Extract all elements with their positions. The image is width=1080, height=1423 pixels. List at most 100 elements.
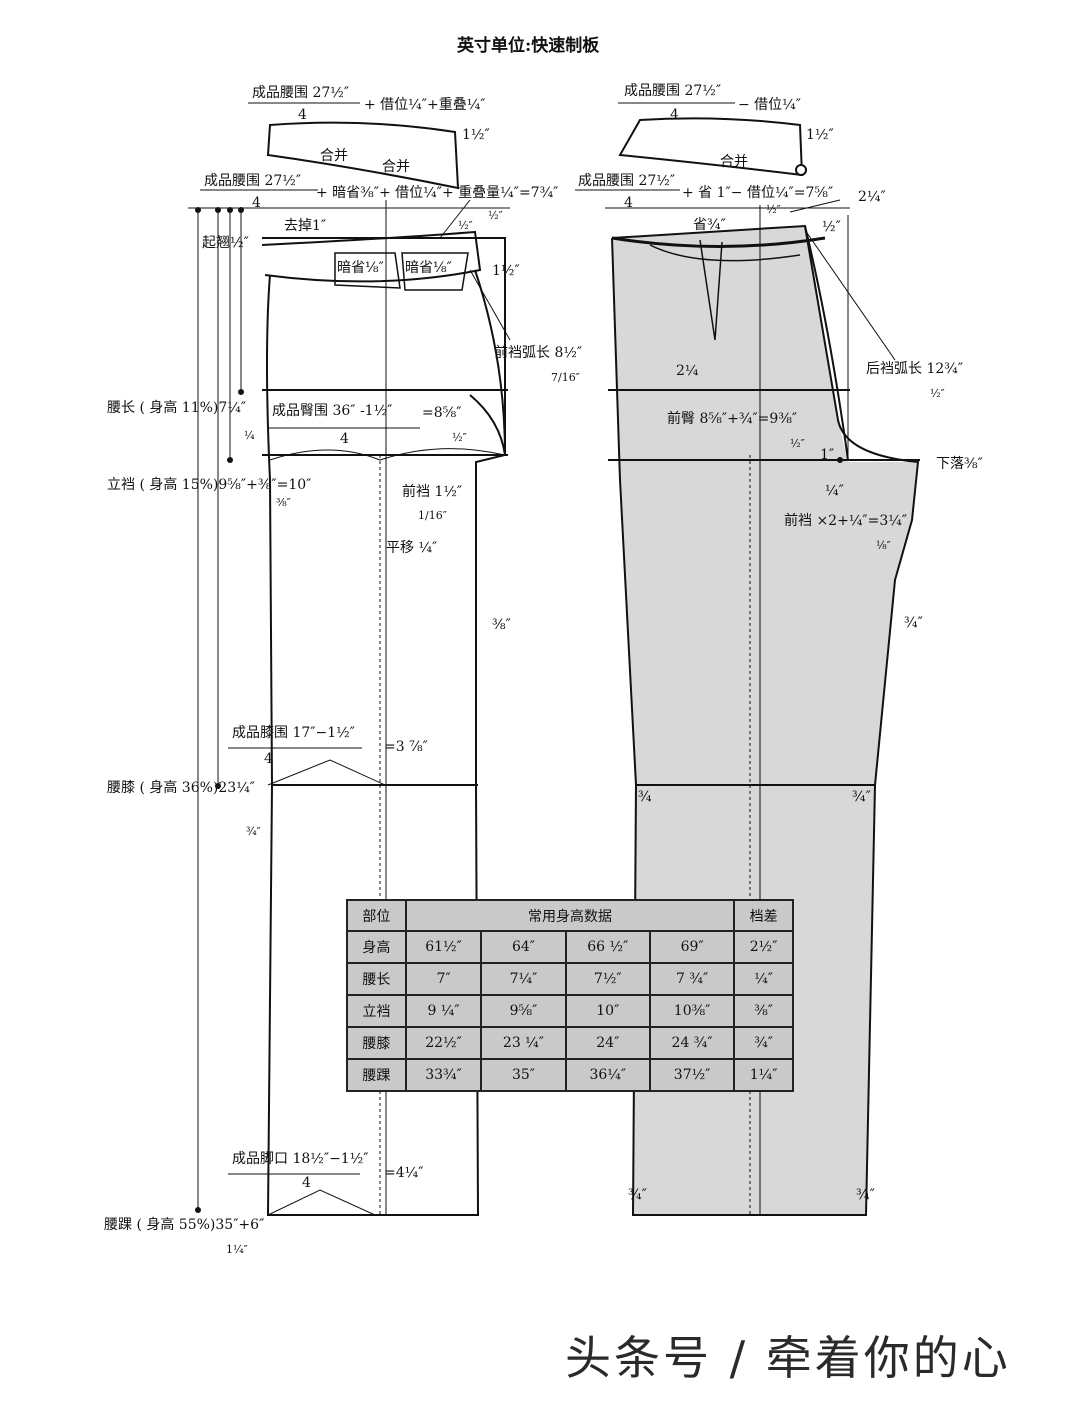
table-cell: 7″	[404, 962, 483, 996]
table-header-cell: 部位	[346, 899, 407, 932]
front-knee-formula-num: 成品膝围 17″−1½″	[232, 725, 355, 741]
back-waist-formula-extra: + 省 1″− 借位¼″=7⅝″	[682, 185, 834, 201]
table-cell: 腰踝	[346, 1058, 407, 1092]
front-hip-formula-den: 4	[340, 431, 349, 447]
size-chart-table: 部位 常用身高数据 档差 身高 61½″ 64″ 66 ½″ 69″ 2½″ 腰…	[346, 899, 794, 1092]
back-side-curve: ¾″	[904, 615, 923, 631]
front-hem-formula-num: 成品脚口 18½″−1½″	[232, 1151, 369, 1167]
back-band-marker	[795, 164, 807, 176]
back-band-formula-num: 成品腰围 27½″	[624, 83, 722, 99]
table-cell: 9 ¼″	[404, 994, 483, 1028]
front-outline	[262, 237, 506, 1216]
front-band-height: 1½″	[462, 127, 490, 143]
back-front-crotch-formula: 前裆 ×2+¼″=3¼″	[784, 513, 908, 529]
front-waist-formula-den: 4	[252, 195, 261, 211]
back-knee-right: ¾″	[852, 789, 871, 805]
table-cell: 10″	[564, 994, 651, 1028]
waist-ankle-tol: 1¼″	[226, 1243, 248, 1256]
page-title: 英寸单位:快速制板	[457, 36, 600, 56]
waist-length-tol: ¼	[244, 429, 255, 442]
front-hip-formula-result: =8⅝″	[422, 405, 462, 421]
crotch-depth-tol: ⅜″	[276, 496, 291, 509]
front-remove: 去掉1″	[284, 218, 327, 234]
front-crotch-arc-tol: 7/16″	[551, 371, 580, 384]
front-hidden-dart-1: 暗省⅛″	[337, 260, 384, 276]
front-band-formula-num: 成品腰围 27½″	[252, 85, 350, 101]
front-top-right-half-2: ½″	[488, 209, 503, 222]
front-band-formula-extra: + 借位¼″+重叠¼″	[364, 97, 486, 113]
waist-knee-tol: ¾″	[246, 825, 261, 838]
table-header-cell: 常用身高数据	[404, 899, 736, 932]
back-merge: 合并	[720, 154, 748, 170]
back-waist-formula-den: 4	[624, 195, 633, 211]
back-front-crotch-tol: ⅛″	[876, 539, 891, 552]
table-cell: 64″	[480, 930, 567, 964]
front-knee-formula-den: 4	[264, 751, 273, 767]
watermark: 头条号 / 牵着你的心	[565, 1331, 1011, 1385]
waist-ankle-label: 腰踝 ( 身高 55%)35″+6″	[104, 1217, 265, 1233]
table-cell: 61½″	[404, 930, 483, 964]
back-band-formula-extra: − 借位¼″	[738, 97, 801, 113]
front-rise-start: 起翘½″	[202, 235, 249, 251]
back-hip-tol: ½″	[790, 437, 805, 450]
back-dart: 省¾″	[693, 217, 726, 233]
front-crotch-arc: 前裆弧长 8½″	[494, 345, 583, 361]
back-half-2: ½″	[822, 219, 841, 235]
table-cell: 2½″	[733, 930, 794, 964]
table-cell: 7¼″	[480, 962, 567, 996]
table-cell: ⅜″	[733, 994, 794, 1028]
front-hip-formula-num: 成品臀围 36″ -1½″	[272, 403, 393, 419]
table-cell: 7½″	[564, 962, 651, 996]
table-cell: 35″	[480, 1058, 567, 1092]
table-cell: ¼″	[733, 962, 794, 996]
table-header-row: 部位 常用身高数据 档差	[346, 899, 794, 932]
front-band-formula-den: 4	[298, 107, 307, 123]
back-one-inch: 1″	[820, 447, 835, 463]
back-top-half: ½″	[766, 203, 781, 216]
table-cell: 23 ¼″	[480, 1026, 567, 1060]
table-cell: 9⅝″	[480, 994, 567, 1028]
back-waist-formula-num: 成品腰围 27½″	[578, 173, 676, 189]
waist-knee-label: 腰膝 ( 身高 36%)23¼″	[107, 780, 256, 796]
front-top-right-half: ½″	[458, 219, 473, 232]
front-crotch: 前裆 1½″	[402, 484, 463, 500]
front-merge-2: 合并	[382, 159, 410, 175]
front-waistband	[266, 121, 460, 190]
table-cell: 36¼″	[564, 1058, 651, 1092]
table-cell: 腰膝	[346, 1026, 407, 1060]
front-hem-formula-result: =4¼″	[384, 1165, 424, 1181]
front-waist-formula-extra: + 暗省⅜″+ 借位¼″+ 重叠量¼″=7¾″	[316, 185, 559, 201]
front-inseam	[469, 394, 506, 456]
back-hem-left: ¾″	[628, 1187, 647, 1203]
table-cell: 33¾″	[404, 1058, 483, 1092]
back-drop: 下落⅜″	[936, 456, 983, 472]
front-hip-tol: ½″	[452, 431, 467, 444]
table-row: 腰膝 22½″ 23 ¼″ 24″ 24 ¾″ ¾″	[346, 1026, 794, 1060]
front-hem-formula-den: 4	[302, 1175, 311, 1191]
table-cell: 22½″	[404, 1026, 483, 1060]
back-hem-right: ¾″	[856, 1187, 875, 1203]
front-side-curve	[474, 269, 506, 456]
front-hidden-dart-2: 暗省⅛″	[405, 260, 452, 276]
table-row: 腰踝 33¾″ 35″ 36¼″ 37½″ 1¼″	[346, 1058, 794, 1092]
back-knee-left: ¾	[638, 789, 652, 805]
table-cell: 10⅜″	[648, 994, 736, 1028]
back-hip: 前臀 8⅝″+¾″=9⅜″	[667, 411, 798, 427]
table-cell: 24″	[564, 1026, 651, 1060]
table-cell: 37½″	[648, 1058, 736, 1092]
table-cell: 身高	[346, 930, 407, 964]
front-crotch-tol: 1/16″	[418, 509, 447, 522]
back-quarter: ¼″	[825, 483, 844, 499]
table-row: 腰长 7″ 7¼″ 7½″ 7 ¾″ ¼″	[346, 962, 794, 996]
back-top-right: 2¼″	[858, 189, 886, 205]
front-merge-1: 合并	[320, 148, 348, 164]
back-band-formula-den: 4	[670, 107, 679, 123]
table-cell: 1¼″	[733, 1058, 794, 1092]
table-row: 身高 61½″ 64″ 66 ½″ 69″ 2½″	[346, 930, 794, 964]
front-waist-curve	[261, 230, 482, 283]
front-knee-formula-result: =3 ⅞″	[384, 739, 428, 755]
back-dart-length: 2¼	[676, 363, 699, 379]
table-cell: 66 ½″	[564, 930, 651, 964]
